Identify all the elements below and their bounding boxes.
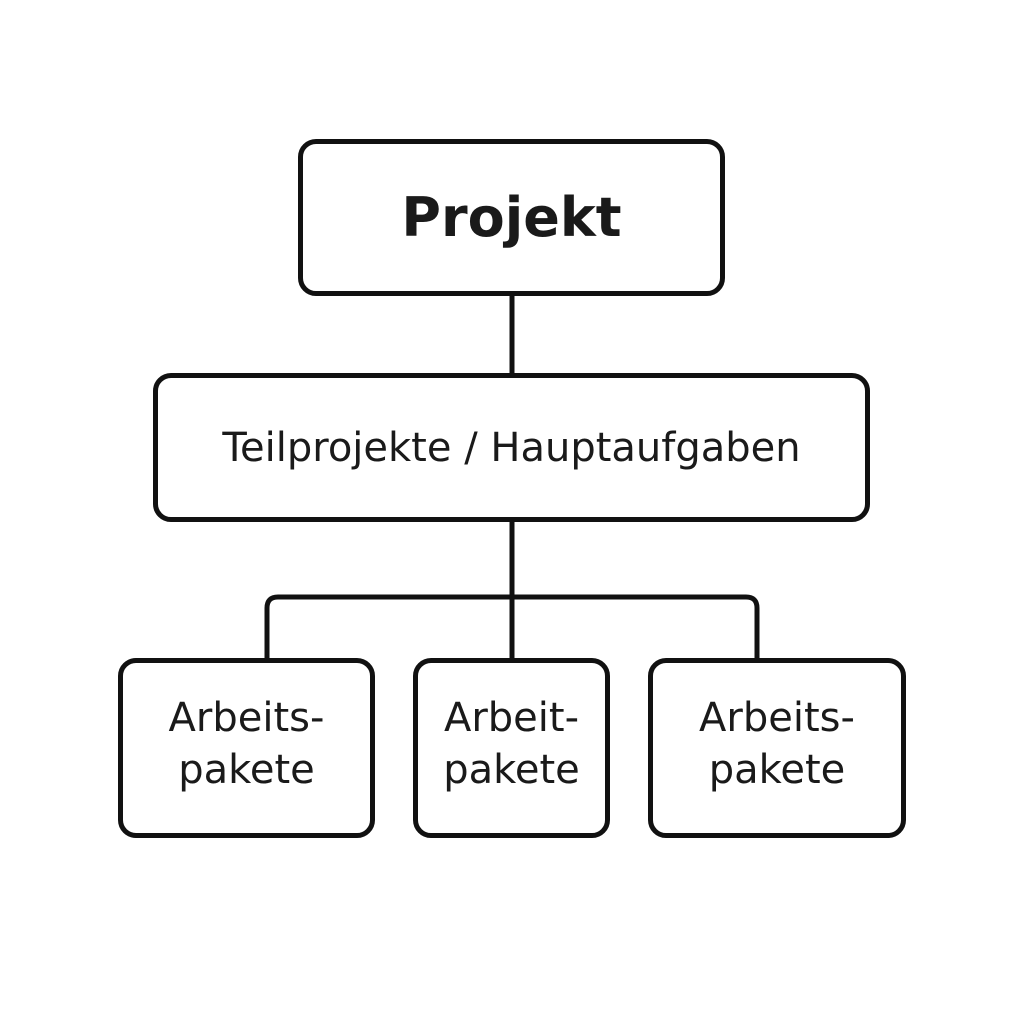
node-arbeitspakete-3-label: Arbeits- pakete <box>699 695 855 793</box>
node-arbeitspakete-1: Arbeits- pakete <box>118 658 375 838</box>
node-arbeitspakete-3: Arbeits- pakete <box>648 658 906 838</box>
node-teilprojekte: Teilprojekte / Hauptaufgaben <box>153 373 870 522</box>
node-projekt-label: Projekt <box>401 186 622 249</box>
node-arbeitspakete-2-label: Arbeit- pakete <box>443 695 580 793</box>
node-arbeitspakete-1-label: Arbeits- pakete <box>168 695 325 793</box>
node-teilprojekte-label: Teilprojekte / Hauptaufgaben <box>222 424 801 471</box>
node-arbeitspakete-2: Arbeit- pakete <box>413 658 610 838</box>
node-projekt: Projekt <box>298 139 725 296</box>
